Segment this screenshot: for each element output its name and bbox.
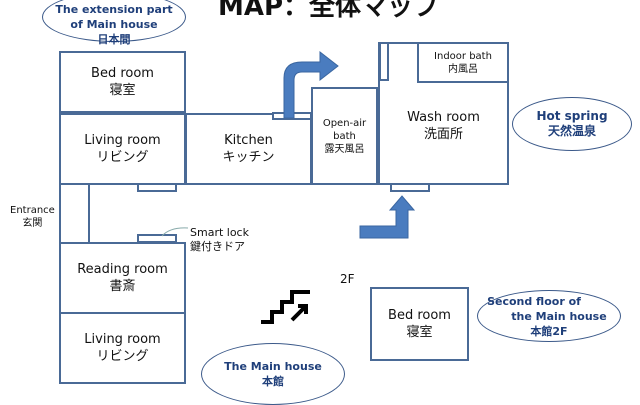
entrance-wall bbox=[88, 184, 90, 244]
room-name: Open-air bath bbox=[322, 117, 367, 142]
main-house-jp: 本館 bbox=[262, 375, 284, 388]
room-bed-room: Bed room 寝室 bbox=[59, 51, 186, 113]
door bbox=[390, 183, 430, 192]
second-floor-en1: Second floor of bbox=[487, 294, 581, 308]
room-name: Living room bbox=[84, 332, 161, 347]
main-house-en: The Main house bbox=[224, 360, 322, 373]
page-title: MAP：全体マップ bbox=[218, 0, 440, 22]
room-name: Reading room bbox=[77, 262, 168, 277]
door bbox=[379, 42, 389, 81]
entrance-wall bbox=[59, 184, 61, 244]
second-floor-jp: 本館2F bbox=[530, 324, 568, 338]
smart-lock-en: Smart lock bbox=[190, 226, 249, 239]
room-name-jp: 書斎 bbox=[109, 279, 136, 294]
room-name: Bed room bbox=[388, 308, 451, 323]
stairs-icon bbox=[261, 290, 310, 324]
room-kitchen: Kitchen キッチン bbox=[185, 113, 312, 185]
room-name-jp: キッチン bbox=[222, 150, 275, 165]
extension-en1: The extension part bbox=[55, 3, 173, 16]
room-living-room: Living room リビング bbox=[59, 113, 186, 185]
room-name-jp: リビング bbox=[96, 349, 149, 364]
hot-spring-en: Hot spring bbox=[536, 109, 608, 123]
leader-line bbox=[161, 227, 189, 237]
room-reading-room: Reading room 書斎 bbox=[59, 242, 186, 314]
extension-en2: of Main house bbox=[70, 18, 158, 31]
room-name: Bed room bbox=[91, 66, 154, 81]
room-name-jp: 洗面所 bbox=[423, 127, 463, 142]
room-name-jp: 寝室 bbox=[109, 83, 136, 98]
room-name: Kitchen bbox=[224, 133, 273, 148]
arrow-curved-icon bbox=[283, 50, 339, 119]
hot-spring-jp: 天然温泉 bbox=[547, 124, 596, 138]
smart-lock-jp: 鍵付きドア bbox=[190, 240, 245, 253]
entrance-en: Entrance bbox=[10, 205, 55, 216]
extension-label: The extension part of Main house 日本間 bbox=[42, 0, 186, 46]
room-name-jp: 露天風呂 bbox=[324, 143, 365, 155]
hot-spring-label: Hot spring 天然温泉 bbox=[512, 97, 632, 151]
second-floor-label: Second floor of the Main house 本館2F bbox=[477, 290, 621, 342]
room-bed-room-2f: Bed room 寝室 bbox=[370, 287, 469, 361]
room-name-jp: リビング bbox=[96, 150, 149, 165]
door bbox=[137, 183, 177, 192]
extension-jp: 日本間 bbox=[97, 33, 131, 46]
room-name: Wash room bbox=[407, 110, 480, 125]
main-house-label: The Main house 本館 bbox=[201, 343, 345, 405]
room-name: Living room bbox=[84, 133, 161, 148]
floor-label: 2F bbox=[340, 272, 355, 286]
arrow-up-icon bbox=[359, 195, 416, 239]
entrance-label: Entrance 玄関 bbox=[10, 204, 55, 230]
room-name-jp: 寝室 bbox=[406, 325, 433, 340]
entrance-jp: 玄関 bbox=[22, 218, 43, 229]
room-name-jp: 内風呂 bbox=[448, 63, 478, 75]
room-name: Indoor bath bbox=[434, 50, 492, 62]
second-floor-en2: the Main house bbox=[511, 309, 607, 323]
room-living-room-2: Living room リビング bbox=[59, 312, 186, 384]
